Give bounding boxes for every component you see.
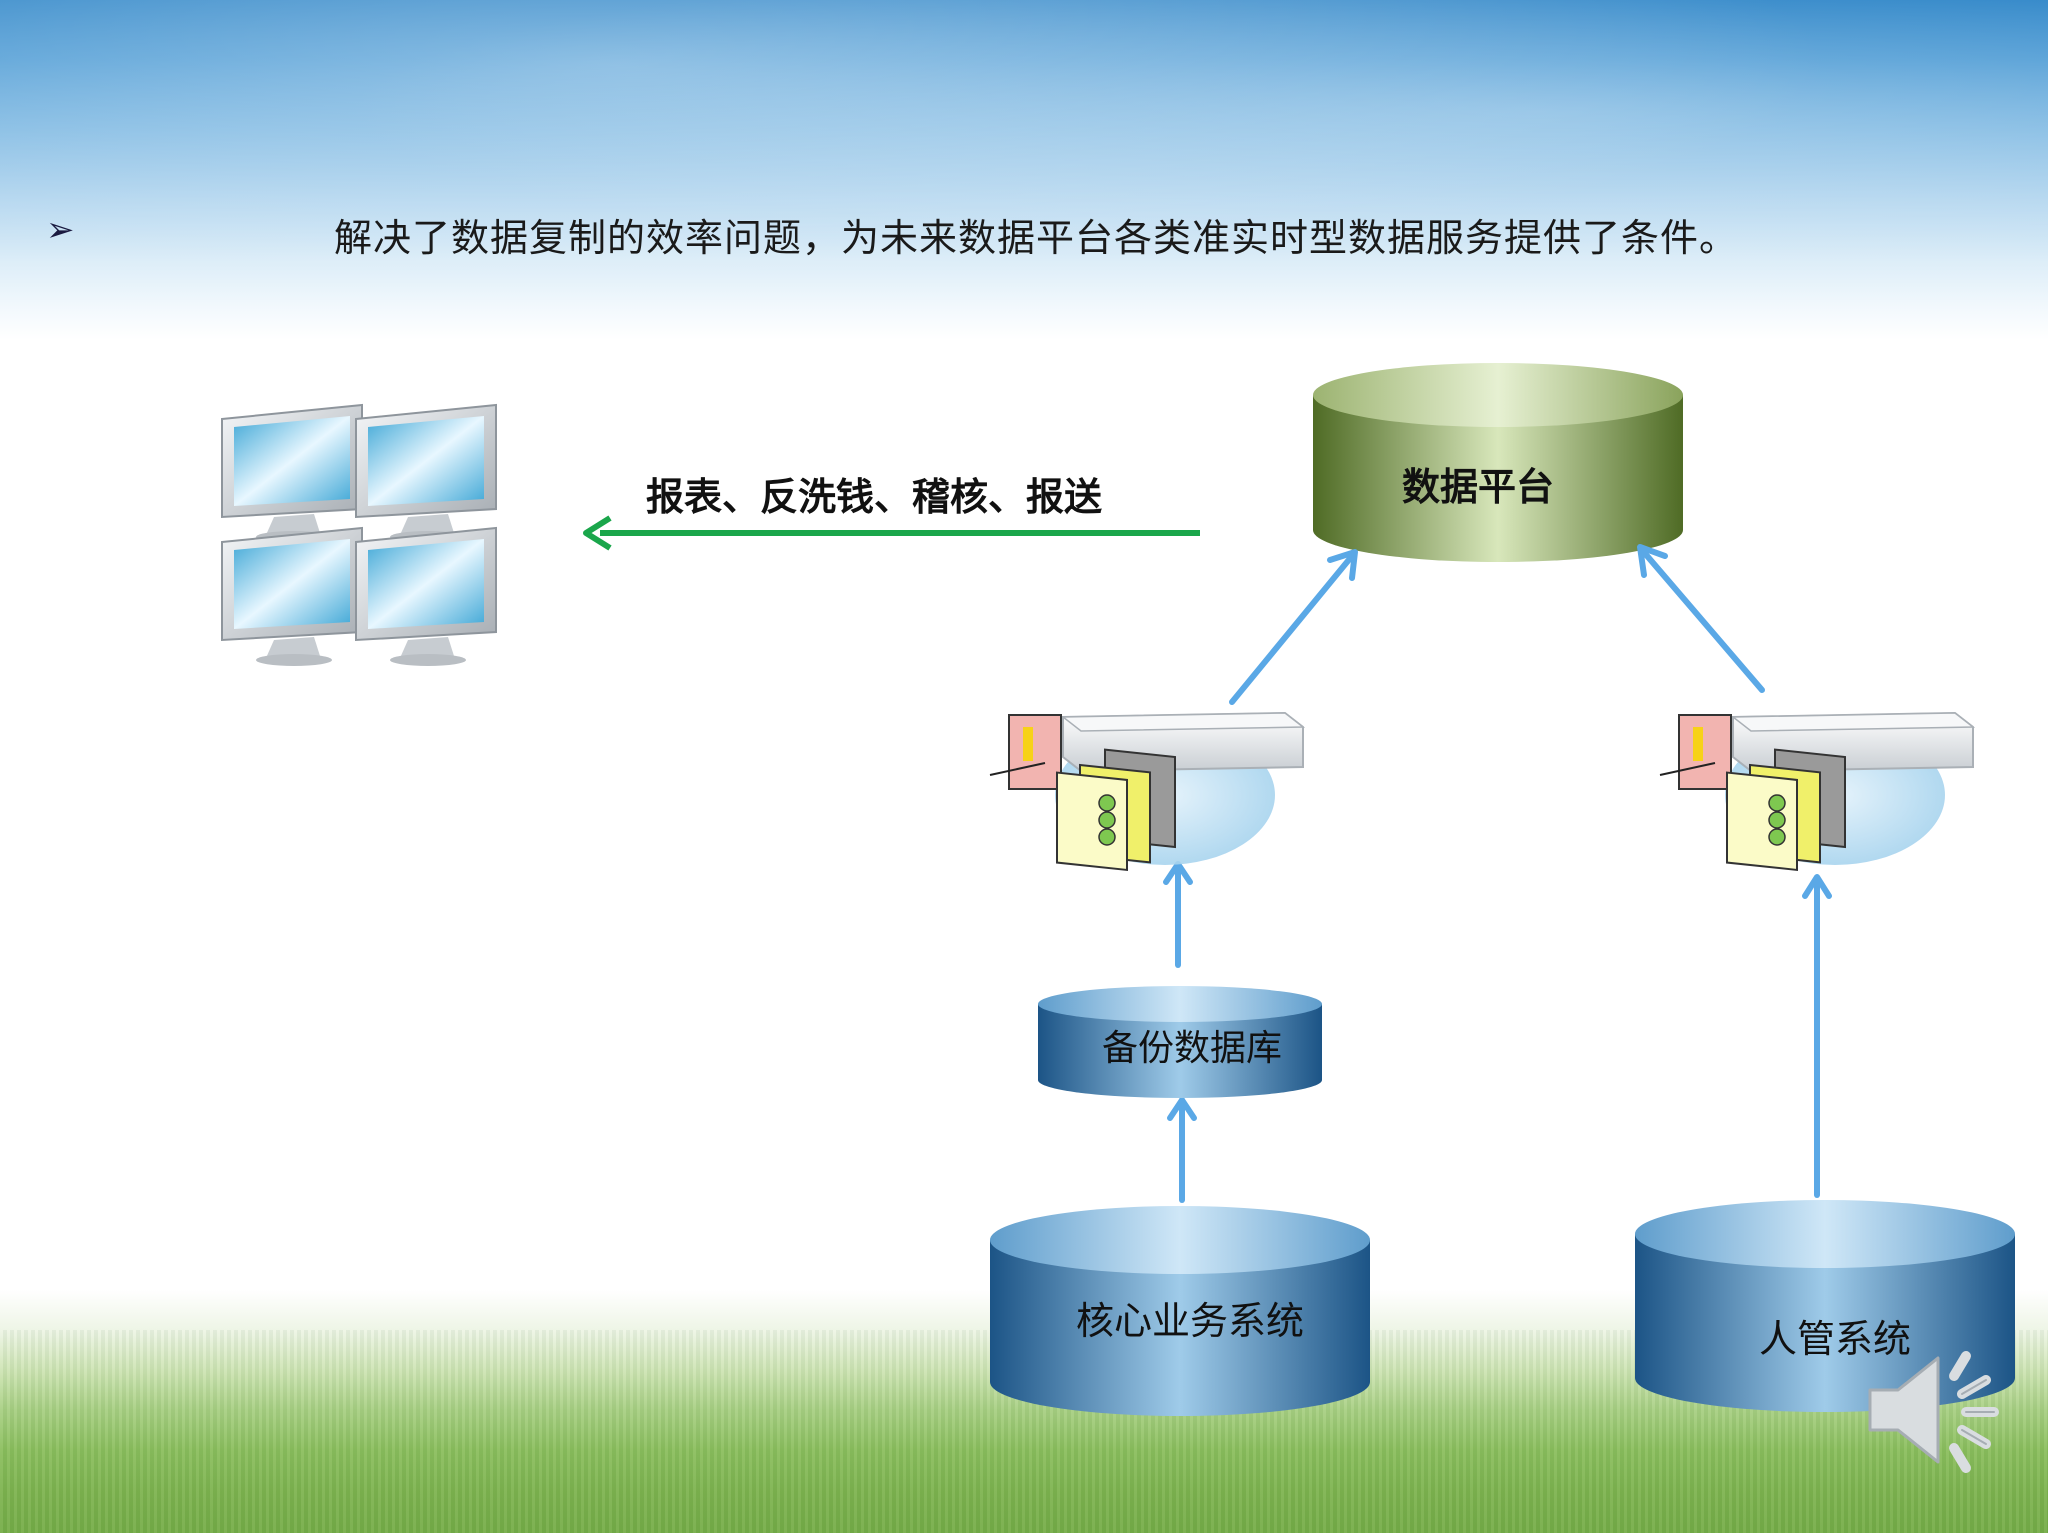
hr-system-label: 人管系统 <box>1759 1317 1911 1361</box>
headline-text: 解决了数据复制的效率问题，为未来数据平台各类准实时型数据服务提供了条件。 <box>334 216 1739 260</box>
sky-haze <box>0 0 2048 320</box>
core-system-cylinder <box>990 1206 1370 1416</box>
data-platform-label: 数据平台 <box>1402 464 1554 509</box>
bullet-arrow-icon: ➢ <box>46 210 75 250</box>
replication-server-icon <box>1659 711 1976 872</box>
backup-database-label: 备份数据库 <box>1102 1028 1282 1069</box>
monitor-grid-icon <box>221 403 497 666</box>
backup-database-cylinder <box>1038 986 1322 1098</box>
report-flow-arrow <box>583 515 1200 551</box>
report-flow-label: 报表、反洗钱、稽核、报送 <box>646 474 1102 519</box>
data-platform-cylinder <box>1313 363 1683 562</box>
core-system-label: 核心业务系统 <box>1076 1299 1304 1343</box>
hr-system-cylinder <box>1635 1200 2015 1412</box>
speaker-icon[interactable] <box>1868 1351 1999 1473</box>
blue-arrows <box>1163 544 1832 1203</box>
replication-server-icon <box>989 711 1306 872</box>
